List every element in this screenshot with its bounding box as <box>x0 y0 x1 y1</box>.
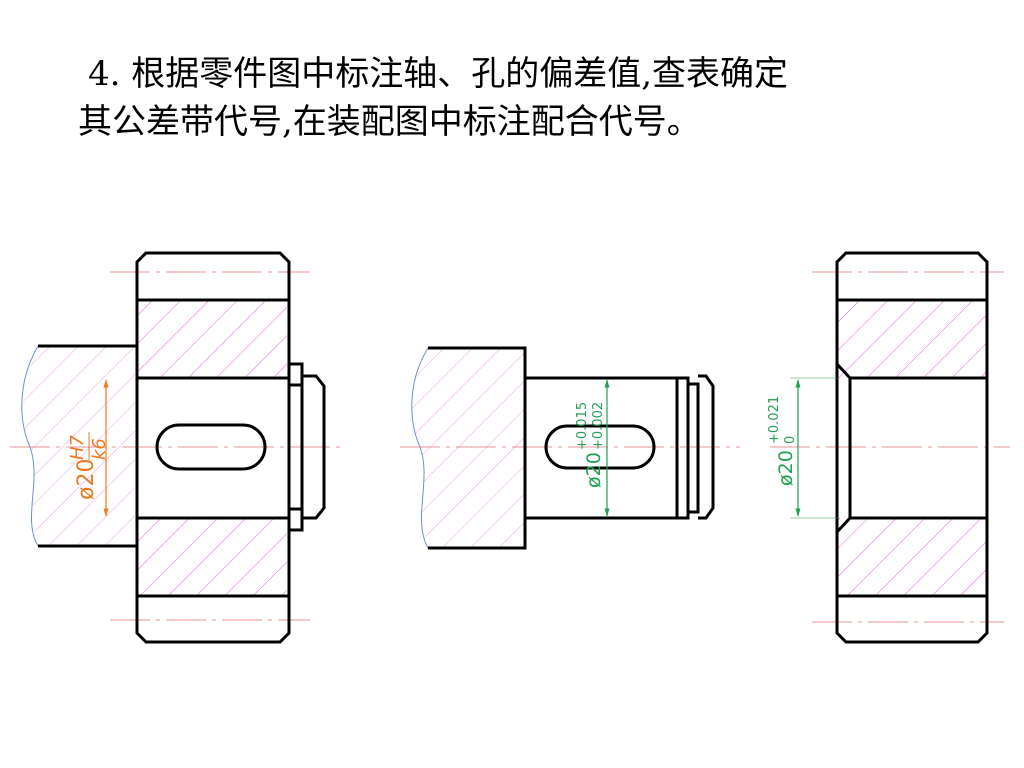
hole-dim-symbol: ø20 <box>775 450 797 486</box>
assembly-fit-dimension: ø20 H7 k6 <box>67 379 110 517</box>
instruction-line-2: 其公差带代号,在装配图中标注配合代号。 <box>78 102 701 142</box>
hole-upper-deviation: +0.021 <box>767 396 782 444</box>
shaft-lower-deviation: +0.002 <box>591 402 606 450</box>
assembly-fit-shaft: k6 <box>89 438 110 460</box>
shaft-break-line <box>411 347 429 549</box>
hole-hatch-bottom <box>837 518 986 596</box>
assembly-dim-symbol: ø20 <box>74 459 99 500</box>
assembly-outline <box>38 251 326 644</box>
hole-lower-deviation: 0 <box>783 436 798 444</box>
hole-centerlines <box>770 271 1010 623</box>
assembly-hatch-bottom <box>137 518 287 596</box>
hole-hatch-top <box>837 300 986 378</box>
hole-part-drawing: ø20 +0.021 0 <box>767 251 1010 644</box>
hole-dimension: ø20 +0.021 0 <box>767 377 838 519</box>
shaft-part-drawing: ø20 +0.015 +0.002 <box>400 346 740 550</box>
hole-outline <box>835 251 989 644</box>
assembly-hatch-top <box>137 300 287 378</box>
shaft-upper-deviation: +0.015 <box>575 402 590 450</box>
assembly-centerlines <box>10 271 345 621</box>
shaft-break-hatch <box>411 348 525 548</box>
assembly-fit-hole: H7 <box>67 434 88 460</box>
assembly-drawing: ø20 H7 k6 <box>10 251 345 644</box>
shaft-dim-symbol: ø20 <box>583 452 605 488</box>
shaft-dimension: ø20 +0.015 +0.002 <box>575 379 610 517</box>
shaft-outline <box>428 346 715 550</box>
instruction-line-1: 4. 根据零件图中标注轴、孔的偏差值,查表确定 <box>88 54 789 94</box>
assembly-break-line <box>21 345 39 547</box>
instruction-text: 4. 根据零件图中标注轴、孔的偏差值,查表确定 其公差带代号,在装配图中标注配合… <box>78 50 958 146</box>
